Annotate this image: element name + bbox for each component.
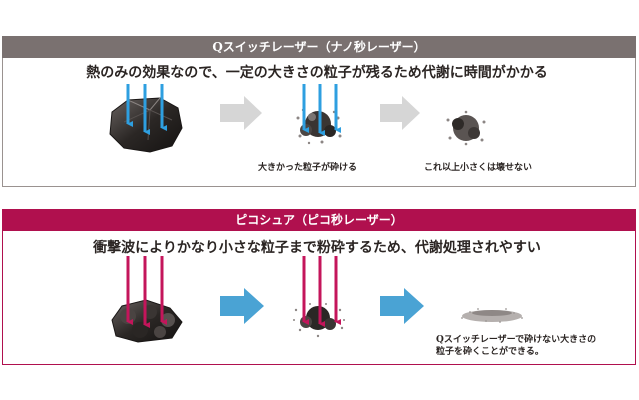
caption-pico-line-1: Qスイッチレーザーで砕けない大きさの xyxy=(436,335,597,345)
caption-particles-broken: 大きかった粒子が砕ける xyxy=(258,163,358,173)
step-arrow-blue-2 xyxy=(380,288,424,324)
laser-beam-arrows-blue xyxy=(126,84,167,135)
laser-beam-arrows-pink-2 xyxy=(302,256,341,327)
step-arrow-gray-2 xyxy=(380,96,420,130)
residual-particles-icon xyxy=(446,110,486,146)
fine-dust-particles-icon xyxy=(461,308,523,323)
caption-cannot-break-smaller: これ以上小さくは壊せない xyxy=(424,163,533,173)
step-arrow-gray-1 xyxy=(220,96,262,130)
qswitch-header: Qスイッチレーザー（ナノ秒レーザー） xyxy=(2,36,636,58)
caption-pico-line-2: 粒子を砕くことができる。 xyxy=(436,347,544,357)
laser-beam-arrows-pink xyxy=(126,256,167,328)
step-arrow-blue-1 xyxy=(220,288,264,324)
picosure-panel xyxy=(2,231,636,365)
qswitch-lead-text: 熱のみの効果なので、一定の大きさの粒子が残るため代謝に時間がかかる xyxy=(86,65,548,81)
pigment-cluster-icon xyxy=(111,299,183,343)
qswitch-panel xyxy=(2,58,636,187)
picosure-header: ピコシュア（ピコ秒レーザー） xyxy=(2,209,636,231)
laser-beam-arrows-blue-2 xyxy=(302,84,341,136)
picosure-lead-text: 衝撃波によりかなり小さな粒子まで粉砕するため、代謝処理されやすい xyxy=(93,240,541,256)
